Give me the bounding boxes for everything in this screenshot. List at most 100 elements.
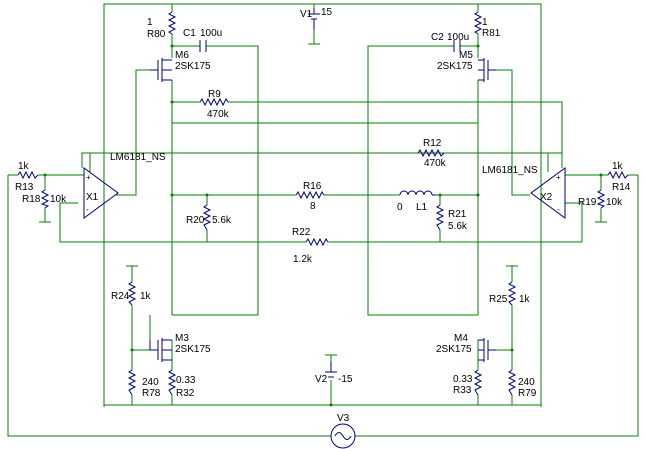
r24-name: R24 — [111, 291, 130, 302]
r16-name: R16 — [303, 181, 322, 192]
m6-part: 2SK175 — [175, 61, 211, 72]
resistor-r21: R21 5.6k — [435, 204, 468, 232]
m5-name: M5 — [459, 50, 473, 61]
r22-value: 1.2k — [293, 254, 313, 265]
r19-value: 10k — [606, 197, 623, 208]
r78-name: R78 — [142, 388, 161, 399]
r13-value: 1k — [18, 161, 30, 172]
mosfet-m6: M6 2SK175 — [150, 50, 211, 82]
r78-value: 240 — [142, 377, 159, 388]
wires — [7, 3, 639, 437]
resistor-r16: R16 8 — [295, 181, 325, 212]
resistor-r32: 0.33 R32 — [167, 369, 196, 399]
r24-value: 1k — [140, 291, 152, 302]
r32-value: 0.33 — [176, 375, 196, 386]
r21-value: 5.6k — [448, 221, 468, 232]
inductor-l1: 0 L1 — [397, 190, 436, 213]
r18-value: 10k — [50, 194, 67, 205]
r33-value: 0.33 — [453, 374, 473, 385]
x2-part: LM6181_NS — [482, 165, 538, 176]
x1-name: X1 — [86, 192, 99, 203]
ground-icon — [506, 265, 518, 272]
r80-value: 1 — [147, 17, 153, 28]
source-v3: V3 — [330, 413, 356, 449]
mosfet-m3: M3 2SK175 — [149, 333, 211, 362]
resistor-r78: 240 R78 — [127, 369, 161, 399]
r79-value: 240 — [518, 377, 535, 388]
r32-name: R32 — [176, 388, 195, 399]
svg-text:-: - — [86, 205, 89, 214]
resistor-r25: R25 1k — [489, 281, 531, 306]
v3-name: V3 — [337, 413, 350, 424]
x1-part: LM6181_NS — [110, 152, 166, 163]
r14-name: R14 — [612, 182, 631, 193]
m3-part: 2SK175 — [175, 344, 211, 355]
r12-name: R12 — [423, 138, 442, 149]
resistors: 1 R80 1 R81 R9 470k R12 470k 1k R13 — [15, 11, 631, 399]
resistor-r33: 0.33 R33 — [453, 369, 483, 396]
c1-value: 100u — [200, 28, 222, 39]
resistor-r18: R18 10k — [22, 189, 67, 209]
m5-part: 2SK175 — [437, 61, 473, 72]
r81-name: R81 — [482, 28, 501, 39]
ground-icon — [308, 30, 320, 45]
r9-value: 470k — [207, 109, 230, 120]
resistor-r12: R12 470k — [417, 138, 447, 169]
c1-name: C1 — [183, 28, 196, 39]
m3-name: M3 — [175, 333, 189, 344]
r19-name: R19 — [578, 197, 597, 208]
mosfet-m5: M5 2SK175 — [437, 50, 496, 82]
capacitor-c2: C2 100u — [431, 32, 469, 52]
svg-text:+: + — [556, 173, 561, 182]
ground-icon — [325, 354, 337, 362]
r14-value: 1k — [612, 161, 624, 172]
opamp-x2: + - LM6181_NS X2 — [482, 165, 566, 219]
source-v2: V2 -15 — [315, 362, 353, 385]
svg-text:+: + — [86, 173, 91, 182]
r13-name: R13 — [15, 182, 34, 193]
c2-name: C2 — [431, 32, 444, 43]
junction-dots — [43, 44, 603, 407]
r20-value: 5.6k — [212, 215, 232, 226]
r22-name: R22 — [292, 227, 311, 238]
l1-value: 0 — [397, 202, 403, 213]
resistor-r80: 1 R80 — [147, 11, 177, 40]
r21-name: R21 — [448, 209, 467, 220]
resistor-r22: R22 1.2k — [290, 227, 330, 265]
r16-value: 8 — [310, 201, 316, 212]
r33-name: R33 — [453, 385, 472, 396]
l1-name: L1 — [416, 202, 428, 213]
r12-value: 470k — [424, 158, 447, 169]
r18-name: R18 — [22, 194, 41, 205]
source-v1: V1 15 — [300, 7, 333, 30]
resistor-r9: R9 470k — [199, 89, 230, 120]
m6-name: M6 — [175, 50, 189, 61]
resistor-r79: 240 R79 — [507, 369, 537, 399]
r25-name: R25 — [489, 294, 508, 305]
c2-value: 100u — [447, 32, 469, 43]
r20-name: R20 — [186, 215, 205, 226]
m4-name: M4 — [454, 333, 468, 344]
x2-name: X2 — [540, 192, 553, 203]
resistor-r81: 1 R81 — [473, 11, 501, 39]
v1-value: 15 — [321, 7, 333, 18]
ground-icon — [126, 265, 138, 272]
resistor-r19: R19 10k — [578, 189, 623, 209]
v2-value: -15 — [338, 374, 353, 385]
r81-value: 1 — [482, 17, 488, 28]
r79-name: R79 — [518, 388, 537, 399]
resistor-r20: R20 5.6k — [186, 204, 232, 231]
resistor-r24: R24 1k — [111, 281, 152, 306]
r9-name: R9 — [208, 89, 221, 100]
mosfet-m4: M4 2SK175 — [436, 333, 496, 362]
ground-symbols — [39, 30, 607, 362]
opamp-x1: + - LM6181_NS X1 — [83, 152, 166, 219]
r25-value: 1k — [519, 294, 531, 305]
resistor-r14: 1k R14 — [607, 161, 631, 193]
v1-name: V1 — [300, 9, 313, 20]
resistor-r13: 1k R13 — [15, 161, 39, 193]
r80-name: R80 — [147, 29, 166, 40]
svg-text:-: - — [557, 205, 560, 214]
v2-name: V2 — [315, 374, 328, 385]
